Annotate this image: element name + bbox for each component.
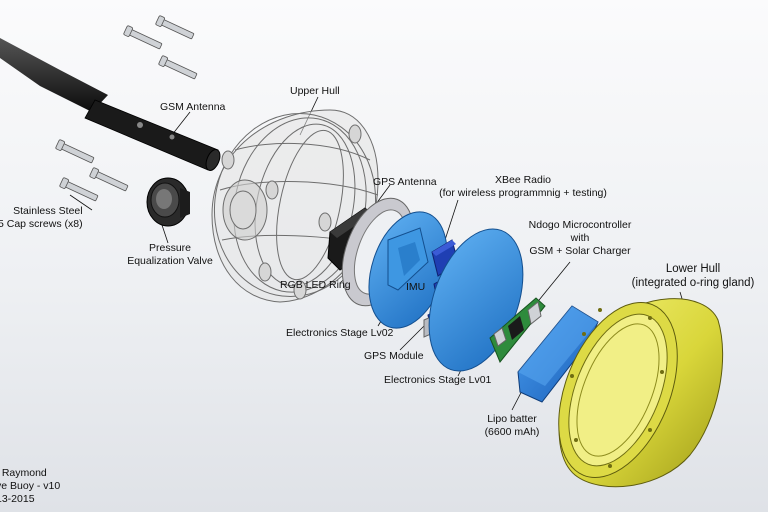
label-electronics-stage-lv02: Electronics Stage Lv02 [286, 327, 394, 339]
label-imu: IMU [406, 281, 426, 293]
label-pressure-valve: Pressure Equalization Valve [120, 242, 220, 268]
label-ndogo-line1: Ndogo Microcontroller [528, 219, 632, 231]
title-block-author: : Raymond [0, 467, 47, 479]
cap-screws [55, 15, 198, 202]
ndogo-microcontroller [489, 297, 546, 363]
label-gps-antenna: GPS Antenna [373, 176, 437, 188]
label-ndogo-microcontroller: Ndogo Microcontroller with GSM + Solar C… [525, 219, 635, 258]
pressure-equalization-valve [146, 177, 190, 227]
electronics-stage-lv02 [368, 211, 448, 329]
label-gsm-antenna: GSM Antenna [160, 101, 226, 113]
label-cap-screws-line2: 5 Cap screws (x8) [0, 218, 83, 230]
label-ndogo-line2: with [570, 232, 590, 244]
label-upper-hull: Upper Hull [290, 85, 340, 97]
label-lower-hull-line2: (integrated o-ring gland) [631, 277, 755, 289]
title-block: : Raymond ve Buoy - v10 13-2015 [0, 467, 60, 506]
label-cap-screws: Stainless Steel 5 Cap screws (x8) [0, 205, 83, 231]
label-rgb-led-ring: RGB LED Ring [280, 279, 351, 291]
title-block-project: ve Buoy - v10 [0, 480, 61, 492]
label-electronics-stage-lv01: Electronics Stage Lv01 [384, 374, 492, 386]
label-ndogo-line3: GSM + Solar Charger [529, 245, 631, 257]
title-block-date: 13-2015 [0, 493, 35, 505]
label-cap-screws-line1: Stainless Steel [13, 205, 83, 217]
label-lipo-line2: (6600 mAh) [484, 426, 540, 438]
label-gps-module: GPS Module [364, 350, 424, 362]
lower-hull [558, 298, 724, 488]
label-lipo-line1: Lipo batter [487, 413, 537, 425]
label-lipo-battery: Lipo batter (6600 mAh) [472, 413, 552, 439]
xbee-radio [431, 239, 459, 277]
label-xbee-radio: XBee Radio (for wireless programmnig + t… [428, 174, 618, 200]
label-lower-hull: Lower Hull (integrated o-ring gland) [620, 262, 766, 290]
gsm-antenna [0, 38, 221, 171]
label-xbee-line2: (for wireless programmnig + testing) [439, 187, 607, 199]
label-lower-hull-line1: Lower Hull [665, 263, 721, 275]
label-xbee-line1: XBee Radio [494, 174, 552, 186]
label-pressure-valve-line1: Pressure [148, 242, 191, 254]
label-pressure-valve-line2: Equalization Valve [127, 255, 213, 267]
